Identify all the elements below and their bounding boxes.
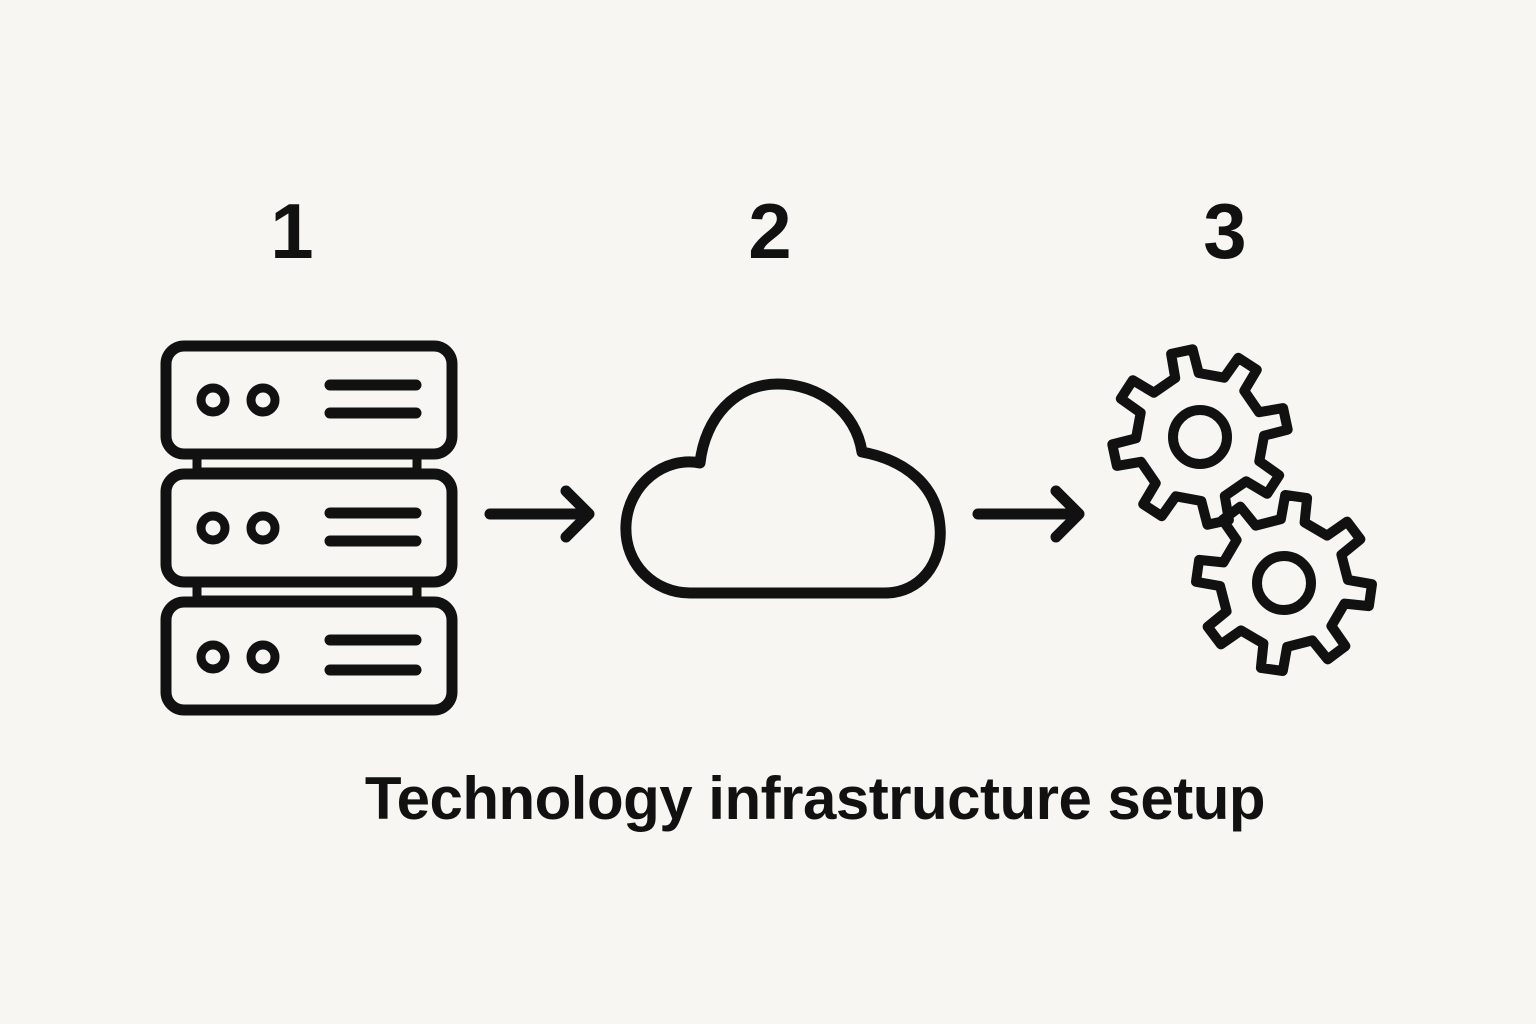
step-number-2: 2: [748, 187, 792, 275]
cloud-icon: [620, 378, 946, 599]
step-number-3: 3: [1203, 187, 1247, 275]
gear-icon: [1191, 490, 1377, 676]
server-rack-icon: [160, 340, 458, 716]
arrow-right-icon: [972, 485, 1085, 543]
arrow-right-icon: [484, 485, 595, 543]
gear-icon: [1107, 344, 1293, 530]
diagram-caption: Technology infrastructure setup: [364, 765, 1266, 832]
step-number-1: 1: [270, 187, 314, 275]
gears-icon: [1107, 344, 1377, 676]
